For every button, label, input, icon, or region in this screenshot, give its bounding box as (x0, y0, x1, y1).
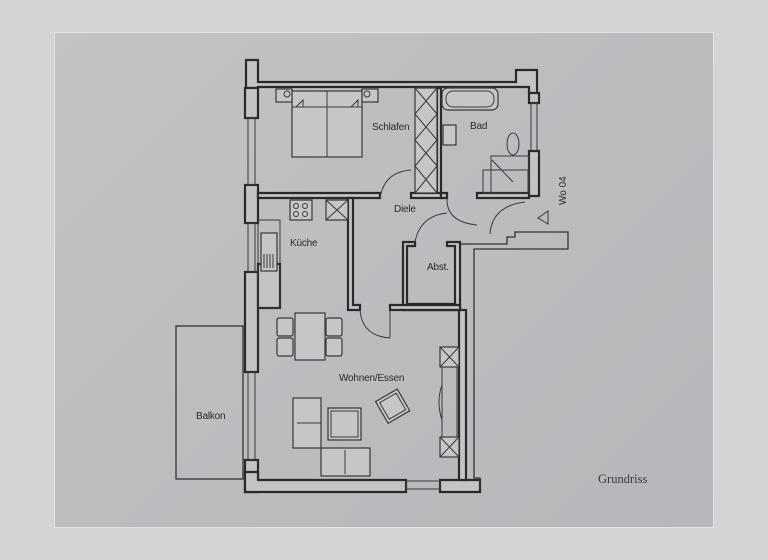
bedroom-furniture (275, 87, 438, 194)
tv-unit (441, 366, 458, 438)
room-label-bad: Bad (470, 121, 488, 132)
toilet (506, 132, 520, 156)
room-label-wohnen-essen: Wohnen/Essen (339, 373, 405, 384)
plan-title: Grundriss (598, 472, 648, 486)
chair (276, 317, 294, 337)
chair (276, 337, 294, 357)
room-label-schlafen: Schlafen (372, 122, 410, 133)
window-kueche (247, 222, 256, 273)
room-label-abst: Abst. (427, 262, 449, 273)
window-wohnen (247, 371, 256, 461)
bath-fixtures (441, 87, 530, 194)
room-label-balkon: Balkon (196, 411, 226, 422)
stairwell-outline (467, 231, 569, 490)
floor-plan-paper (55, 33, 713, 527)
outer-walls (243, 58, 541, 494)
bathtub (441, 87, 499, 111)
window-bad (530, 102, 538, 152)
chair (325, 337, 343, 357)
door-swings (359, 169, 526, 339)
entrance-triangle-icon (537, 210, 549, 225)
room-label-kueche: Küche (290, 238, 318, 249)
window-wohnen-bottom (405, 480, 441, 490)
living-furniture (276, 312, 460, 477)
bath-sink (442, 124, 457, 146)
room-label-diele: Diele (394, 204, 416, 215)
window-schlafen (247, 117, 256, 186)
kitchen-fixtures (257, 199, 349, 309)
kitchen-sink (260, 232, 278, 272)
wardrobe (414, 87, 438, 194)
unit-label: Wo 04 (558, 176, 569, 205)
chair (325, 317, 343, 337)
balcony-outline (175, 325, 244, 480)
dining-table (294, 312, 326, 361)
armchair (374, 388, 411, 425)
stove (289, 199, 313, 221)
coffee-table (327, 407, 362, 441)
